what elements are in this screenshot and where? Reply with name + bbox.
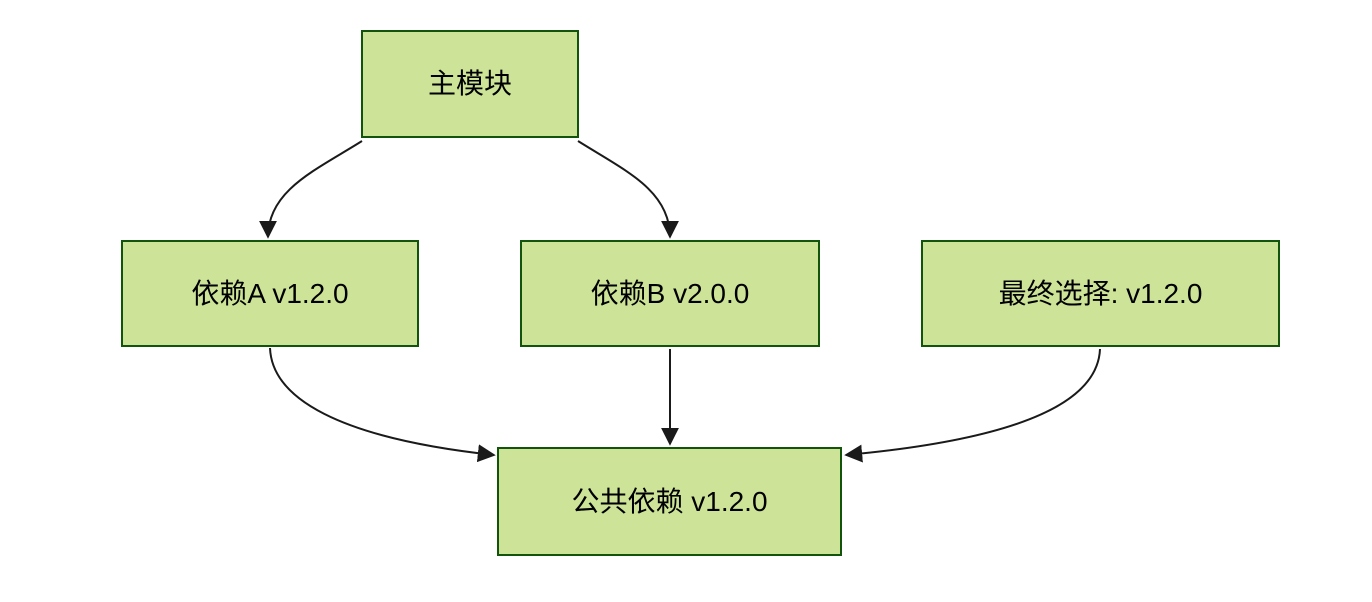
edge-main-to-depB xyxy=(577,140,679,239)
edge-depA-to-shared xyxy=(269,347,496,463)
edge-final-to-shared xyxy=(844,348,1101,463)
node-main-module: 主模块 xyxy=(361,30,579,138)
node-main-module-label: 主模块 xyxy=(427,68,512,100)
node-final-selection-label: 最终选择: v1.2.0 xyxy=(998,277,1203,309)
edge-main-to-depA xyxy=(259,140,363,239)
node-dependency-a: 依赖A v1.2.0 xyxy=(121,240,419,347)
node-dependency-a-label: 依赖A v1.2.0 xyxy=(191,277,349,309)
node-final-selection: 最终选择: v1.2.0 xyxy=(921,240,1280,347)
node-shared-dependency: 公共依赖 v1.2.0 xyxy=(497,447,842,556)
node-shared-dependency-label: 公共依赖 v1.2.0 xyxy=(571,485,768,517)
node-dependency-b: 依赖B v2.0.0 xyxy=(520,240,820,347)
node-dependency-b-label: 依赖B v2.0.0 xyxy=(590,277,750,309)
